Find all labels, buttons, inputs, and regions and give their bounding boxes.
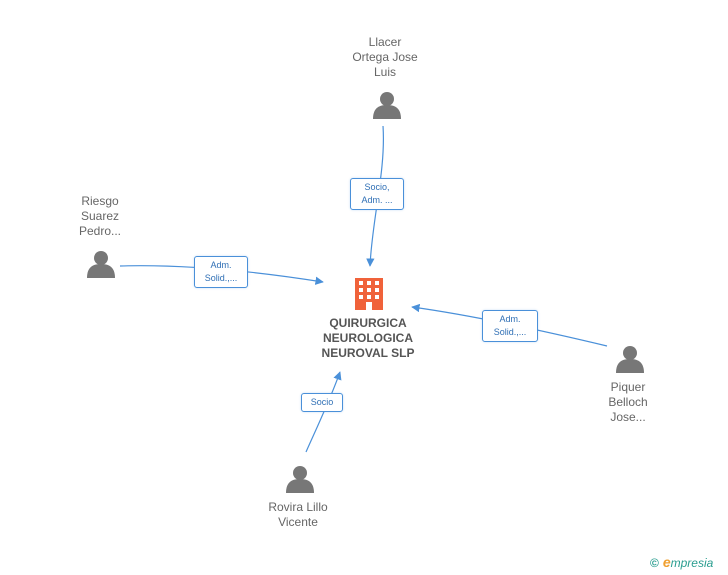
- relation-label-llacer[interactable]: Socio, Adm. ...: [350, 178, 404, 210]
- person-icon[interactable]: [286, 466, 314, 493]
- relation-label-rovira[interactable]: Socio: [301, 393, 343, 412]
- relation-label-riesgo[interactable]: Adm. Solid.,...: [194, 256, 248, 288]
- person-label-piquer[interactable]: Piquer Belloch Jose...: [608, 380, 648, 424]
- relation-label-piquer[interactable]: Adm. Solid.,...: [482, 310, 538, 342]
- person-label-llacer[interactable]: Llacer Ortega Jose Luis: [352, 35, 418, 79]
- building-icon: [355, 278, 383, 310]
- person-label-rovira[interactable]: Rovira Lillo Vicente: [268, 500, 328, 529]
- person-icon[interactable]: [373, 92, 401, 119]
- copyright-icon: ©: [650, 556, 659, 570]
- brand-e: e: [662, 554, 671, 570]
- person-icon[interactable]: [616, 346, 644, 373]
- brand-name: mpresia: [670, 556, 714, 570]
- person-icon[interactable]: [87, 251, 115, 278]
- brand-logo: ©empresia: [650, 554, 713, 570]
- person-label-riesgo[interactable]: Riesgo Suarez Pedro...: [78, 194, 122, 238]
- company-name[interactable]: QUIRURGICA NEUROLOGICA NEUROVAL SLP: [321, 316, 415, 360]
- edge-rovira: [305, 371, 342, 453]
